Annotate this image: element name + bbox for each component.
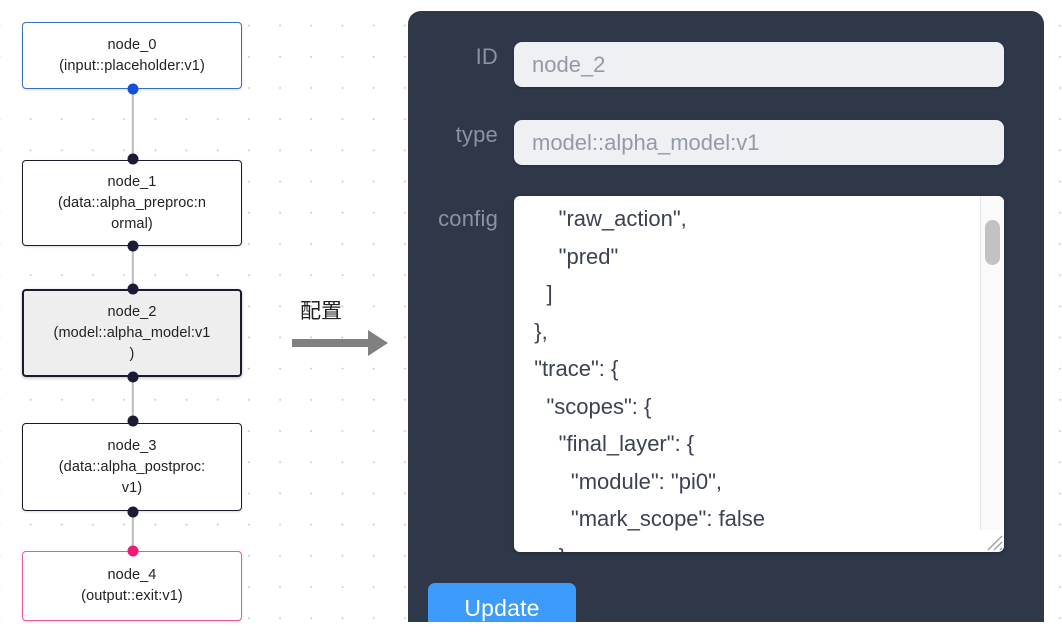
field-label-type: type bbox=[455, 122, 498, 147]
node-handle-source-node_3[interactable] bbox=[127, 506, 139, 518]
graph-node-label: node_4 (output::exit:v1) bbox=[81, 567, 183, 604]
config-scrollbar[interactable] bbox=[980, 196, 1004, 530]
graph-node-label: node_0 (input::placeholder:v1) bbox=[59, 36, 205, 74]
type-input[interactable] bbox=[514, 120, 1004, 165]
graph-node-node_0[interactable]: node_0 (input::placeholder:v1) bbox=[22, 22, 242, 89]
edge-node0-node1 bbox=[131, 88, 135, 160]
right-arrow-icon bbox=[292, 330, 388, 356]
resize-grip-icon[interactable] bbox=[981, 529, 1003, 551]
flow-annotation-label: 配置 bbox=[300, 299, 342, 323]
update-button[interactable]: Update bbox=[428, 583, 576, 622]
field-label-config: config bbox=[438, 206, 498, 231]
graph-node-label: node_3 (data::alpha_postproc: v1) bbox=[58, 437, 206, 496]
edge-node3-node4 bbox=[131, 512, 135, 550]
graph-node-node_1[interactable]: node_1 (data::alpha_preproc:n ormal) bbox=[22, 160, 242, 246]
node-handle-source-node_1[interactable] bbox=[127, 240, 139, 252]
node-handle-source-node_0[interactable] bbox=[127, 83, 139, 95]
config-textarea[interactable]: "raw_action", "pred" ] }, "trace": { "sc… bbox=[534, 206, 766, 552]
config-scrollbar-thumb[interactable] bbox=[985, 220, 1000, 265]
edge-node2-node3 bbox=[131, 377, 135, 419]
node-handle-target-node_4[interactable] bbox=[127, 545, 139, 557]
flow-annotation: 配置 bbox=[292, 298, 402, 360]
node-handle-source-node_2[interactable] bbox=[127, 371, 139, 383]
field-row-config: config "raw_action", "pred" ] }, "trace"… bbox=[408, 196, 1044, 552]
graph-node-node_4[interactable]: node_4 (output::exit:v1) bbox=[22, 551, 242, 621]
node-handle-target-node_1[interactable] bbox=[127, 153, 139, 165]
id-input[interactable] bbox=[514, 42, 1004, 87]
graph-node-label: node_1 (data::alpha_preproc:n ormal) bbox=[57, 173, 207, 232]
node-config-panel: ID type config "raw_action", "pred" ] },… bbox=[408, 11, 1044, 622]
node-handle-target-node_2[interactable] bbox=[127, 283, 139, 295]
graph-node-node_2[interactable]: node_2 (model::alpha_model:v1 ) bbox=[22, 289, 242, 377]
node-handle-target-node_3[interactable] bbox=[127, 415, 139, 427]
edge-node1-node2 bbox=[131, 246, 135, 288]
field-row-type: type bbox=[408, 120, 1044, 165]
graph-node-label: node_2 (model::alpha_model:v1 ) bbox=[53, 303, 211, 362]
field-label-id: ID bbox=[475, 44, 498, 69]
field-row-id: ID bbox=[408, 42, 1044, 87]
graph-node-node_3[interactable]: node_3 (data::alpha_postproc: v1) bbox=[22, 423, 242, 511]
config-textarea-wrapper[interactable]: "raw_action", "pred" ] }, "trace": { "sc… bbox=[514, 196, 1004, 552]
